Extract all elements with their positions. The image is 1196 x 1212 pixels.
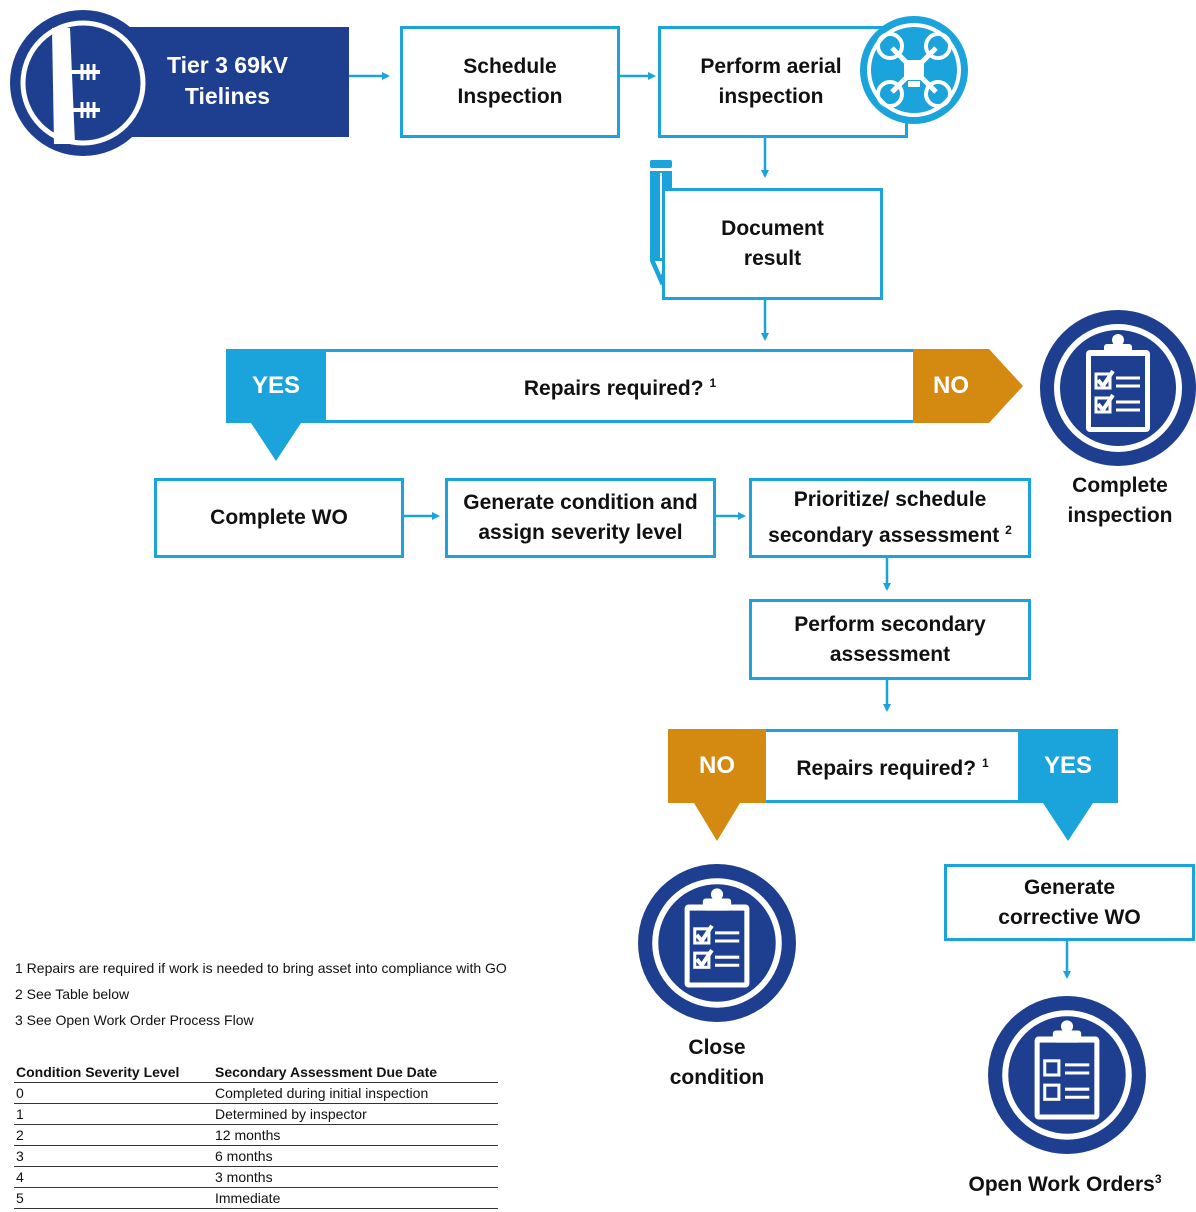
severity-table-header: Condition Severity Level Secondary Asses… [14,1062,498,1083]
prioritize-box: Prioritize/ schedule secondary assessmen… [749,478,1031,558]
generate-condition-label: Generate condition and assign severity l… [463,491,698,544]
tier-header-line1: Tier 3 69kV [166,52,289,78]
transmission-tower-icon [10,10,156,156]
due-date-cell: Immediate [213,1187,498,1209]
decision-1-question-text: Repairs required? [523,377,704,400]
decision-2-box: Repairs required? 1 [760,729,1025,803]
due-date-cell: Determined by inspector [213,1103,498,1125]
footnote-1: 1 Repairs are required if work is needed… [15,960,507,976]
open-work-orders-text: Open Work Orders [968,1173,1155,1196]
decision-2-footnote-ref: 1 [981,756,989,770]
decision-2-question-text: Repairs required? [796,757,977,780]
decision-2-yes-label: YES [1043,752,1093,779]
due-date-cell: 6 months [213,1145,498,1167]
decision-1-yes-label: YES [251,372,301,399]
generate-corrective-box: Generate corrective WO [944,864,1195,941]
due-date-cell: 12 months [213,1124,498,1146]
close-condition-label: Close condition [669,1036,765,1089]
complete-inspection-label: Complete inspection [1067,474,1173,527]
document-result-box: Document result [662,188,883,300]
decision-2-no-label: NO [699,752,735,779]
generate-condition-box: Generate condition and assign severity l… [445,478,716,558]
perform-secondary-label: Perform secondary assessment [794,612,986,666]
perform-secondary-box: Perform secondary assessment [749,599,1031,680]
severity-level-cell: 4 [14,1166,213,1188]
schedule-inspection-box: Schedule Inspection [400,26,620,138]
complete-wo-label: Complete WO [210,506,348,529]
header-condition-severity: Condition Severity Level [14,1062,213,1083]
severity-level-cell: 0 [14,1082,213,1104]
open-work-orders-footnote-ref: 3 [1154,1172,1162,1186]
footnote-3: 3 See Open Work Order Process Flow [15,1012,254,1028]
decision-2-question: Repairs required? 1 [796,750,988,782]
complete-wo-box: Complete WO [154,478,404,558]
severity-level-cell: 2 [14,1124,213,1146]
severity-level-cell: 1 [14,1103,213,1125]
due-date-cell: 3 months [213,1166,498,1188]
severity-table: Condition Severity Level Secondary Asses… [14,1062,498,1209]
severity-level-cell: 3 [14,1145,213,1167]
footnote-2: 2 See Table below [15,986,130,1002]
clipboard-check-icon-close [638,864,796,1022]
decision-1-footnote-ref: 1 [709,376,717,390]
generate-corrective-label: Generate corrective WO [998,875,1141,929]
drone-icon [860,16,968,124]
prioritize-footnote-ref: 2 [1005,523,1012,537]
due-date-cell: Completed during initial inspection [213,1082,498,1104]
decision-1-yes-shape [226,349,326,461]
tier-header-text: Tier 3 69kV Tielines [140,50,315,112]
decision-1-no-label: NO [933,372,969,399]
severity-level-cell: 5 [14,1187,213,1209]
prioritize-label: Prioritize/ schedule secondary assessmen… [768,485,1012,551]
schedule-inspection-label: Schedule Inspection [457,55,563,108]
decision-2-no-shape [668,729,766,841]
perform-aerial-inspection-label: Perform aerial inspection [700,55,842,108]
decision-1-box: Repairs required? 1 [320,349,920,423]
clipboard-check-icon [1040,310,1196,466]
decision-1-no-shape [913,349,1023,423]
open-work-orders-label: Open Work Orders3 [930,1164,1196,1200]
tier-header-line2: Tielines [184,83,271,109]
decision-2-yes-shape [1018,729,1118,841]
decision-1-question: Repairs required? 1 [524,370,716,402]
document-result-label: Document result [721,217,824,270]
clipboard-empty-icon [988,996,1146,1154]
prioritize-text: Prioritize/ schedule secondary assessmen… [768,488,1000,547]
header-due-date: Secondary Assessment Due Date [213,1062,498,1083]
